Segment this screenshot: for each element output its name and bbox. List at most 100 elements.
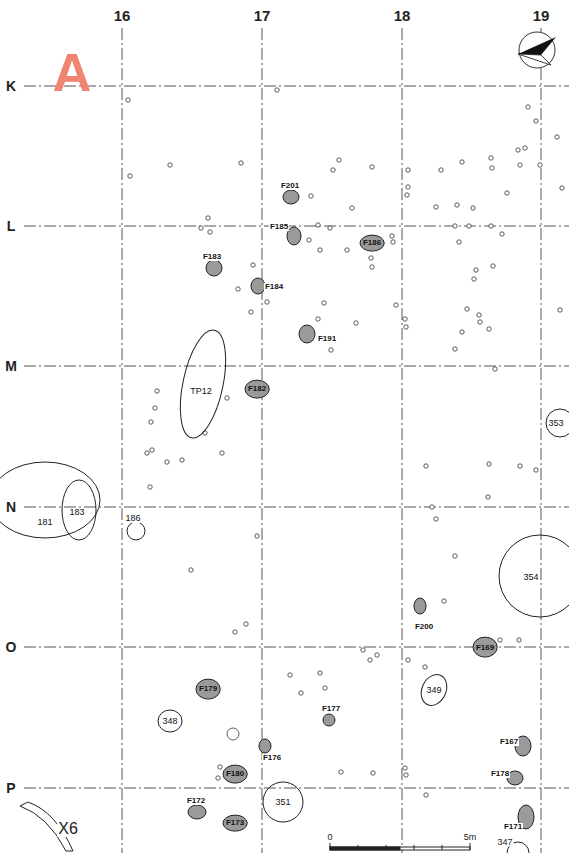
feature-label: 354 <box>523 573 538 582</box>
pit <box>394 303 398 307</box>
section-letter: A <box>52 45 93 99</box>
scale-label: 0 <box>326 833 333 842</box>
feature-outline: TP12 <box>146 327 260 441</box>
pit <box>354 321 358 325</box>
pit <box>453 347 457 351</box>
feature-label: 349 <box>426 686 441 695</box>
feature-shape <box>256 737 274 755</box>
pit <box>489 224 493 228</box>
feature-label: F178 <box>490 770 510 778</box>
feature-label: F201 <box>280 182 300 190</box>
pit <box>424 793 428 797</box>
pit <box>165 460 169 464</box>
pit <box>220 451 224 455</box>
feature-label: 181 <box>37 518 52 527</box>
pit <box>555 135 559 139</box>
feature-pit: F201 <box>281 187 301 207</box>
pit <box>406 185 410 189</box>
pit <box>487 327 491 331</box>
pit <box>405 193 409 197</box>
feature-label: F183 <box>202 253 222 261</box>
pits <box>126 88 564 797</box>
pit <box>460 330 464 334</box>
feature-pit: F176 <box>256 737 274 755</box>
pit <box>307 238 311 242</box>
pit <box>477 313 481 317</box>
feature-shape <box>296 323 318 345</box>
pit <box>236 287 240 291</box>
pit <box>149 420 153 424</box>
pit <box>490 166 494 170</box>
grid <box>24 28 569 853</box>
feature-label: X6 <box>57 821 79 837</box>
feature-pit: F172 <box>186 801 208 823</box>
feature-pit: F191 <box>296 323 318 345</box>
feature-outline: 351 <box>261 780 305 824</box>
pit <box>457 240 461 244</box>
feature-shape <box>281 187 301 207</box>
feature-label: 348 <box>162 717 177 726</box>
pit <box>517 638 521 642</box>
grid-letter: N <box>5 500 17 514</box>
pit <box>318 671 322 675</box>
pit <box>225 396 229 400</box>
feature-label: 353 <box>548 419 563 428</box>
feature-outline: 354 <box>497 533 569 619</box>
pit <box>233 630 237 634</box>
pit <box>180 458 184 462</box>
feature-label: F180 <box>226 770 244 778</box>
feature-shape <box>410 596 430 616</box>
feature-pit: F178 <box>505 768 525 788</box>
feature-outline: 353 <box>544 407 569 439</box>
feature-shape <box>321 712 337 728</box>
pit <box>560 186 564 190</box>
feature-pit: F183 <box>204 258 224 278</box>
feature-pit: F186 <box>358 229 386 257</box>
pit <box>370 165 374 169</box>
pit <box>518 464 522 468</box>
pit <box>316 317 320 321</box>
feature-pit: F173 <box>221 809 249 837</box>
feature-pit: F179 <box>194 675 222 703</box>
pit <box>489 156 493 160</box>
pit <box>153 406 157 410</box>
pit <box>434 517 438 521</box>
pit <box>371 771 375 775</box>
pit <box>128 174 132 178</box>
pit <box>487 462 491 466</box>
grid-letter: K <box>5 79 17 93</box>
feature-label: F191 <box>317 335 337 343</box>
pit <box>478 320 482 324</box>
feature-label: F173 <box>226 819 244 827</box>
feature-label: F184 <box>264 283 284 291</box>
pit <box>329 348 333 352</box>
feature-outline: 186 <box>125 520 147 542</box>
feature-pit: F182 <box>243 375 271 403</box>
pit <box>439 168 443 172</box>
pit <box>322 301 326 305</box>
feature-outline: 349 <box>416 672 452 708</box>
feature-outline: 348 <box>156 707 184 735</box>
grid-number: 16 <box>113 8 132 23</box>
pit <box>467 224 471 228</box>
pit <box>558 308 562 312</box>
feature-pit: F171 <box>512 803 540 831</box>
pit <box>406 658 410 662</box>
feature-label: F200 <box>414 623 434 631</box>
feature-label: F176 <box>262 754 282 762</box>
pit <box>430 505 434 509</box>
pit <box>370 265 374 269</box>
grid-letter: P <box>5 781 16 795</box>
pit <box>216 776 220 780</box>
pit <box>369 256 373 260</box>
feature-label: F179 <box>199 685 217 693</box>
pit <box>523 146 527 150</box>
pit <box>534 468 538 472</box>
pit <box>275 88 279 92</box>
feature-outline: 183 <box>47 478 111 542</box>
pit <box>168 163 172 167</box>
pit <box>265 300 269 304</box>
pit <box>361 648 365 652</box>
pit <box>318 248 322 252</box>
pit <box>288 673 292 677</box>
